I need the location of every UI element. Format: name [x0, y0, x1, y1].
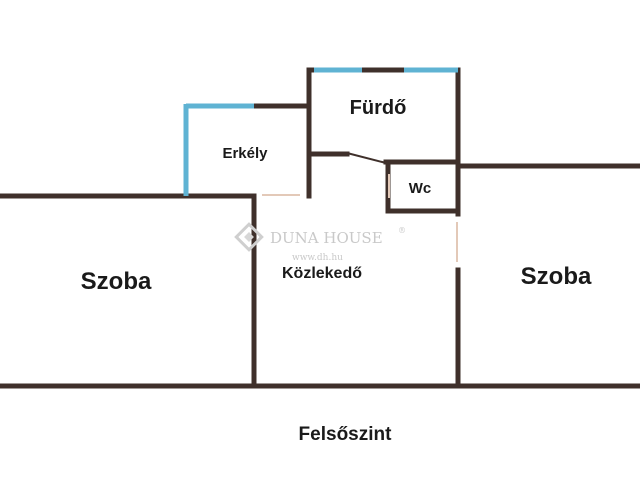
room-label-erkely: Erkély — [222, 145, 268, 162]
walls — [0, 67, 640, 389]
duna-house-logo-icon — [234, 222, 264, 252]
bathroom-door-leaf — [346, 152, 387, 164]
watermark-url: www.dh.hu — [292, 253, 343, 263]
level-label: Felsőszint — [299, 424, 393, 445]
room-label-furdo: Fürdő — [350, 97, 407, 119]
room-label-wc: Wc — [409, 180, 432, 197]
room-label-kozlekedo: Közlekedő — [282, 265, 362, 282]
windows — [183, 67, 458, 196]
room-label-szoba-right: Szoba — [521, 263, 592, 290]
room-labels: Szoba Szoba Fürdő Erkély Wc Közlekedő — [81, 97, 592, 295]
watermark-trademark: ® — [398, 226, 406, 235]
room-label-szoba-left: Szoba — [81, 268, 152, 295]
doors — [262, 152, 458, 262]
watermark: DUNA HOUSE ® www.dh.hu — [234, 222, 406, 263]
watermark-brand: DUNA HOUSE — [270, 229, 383, 247]
